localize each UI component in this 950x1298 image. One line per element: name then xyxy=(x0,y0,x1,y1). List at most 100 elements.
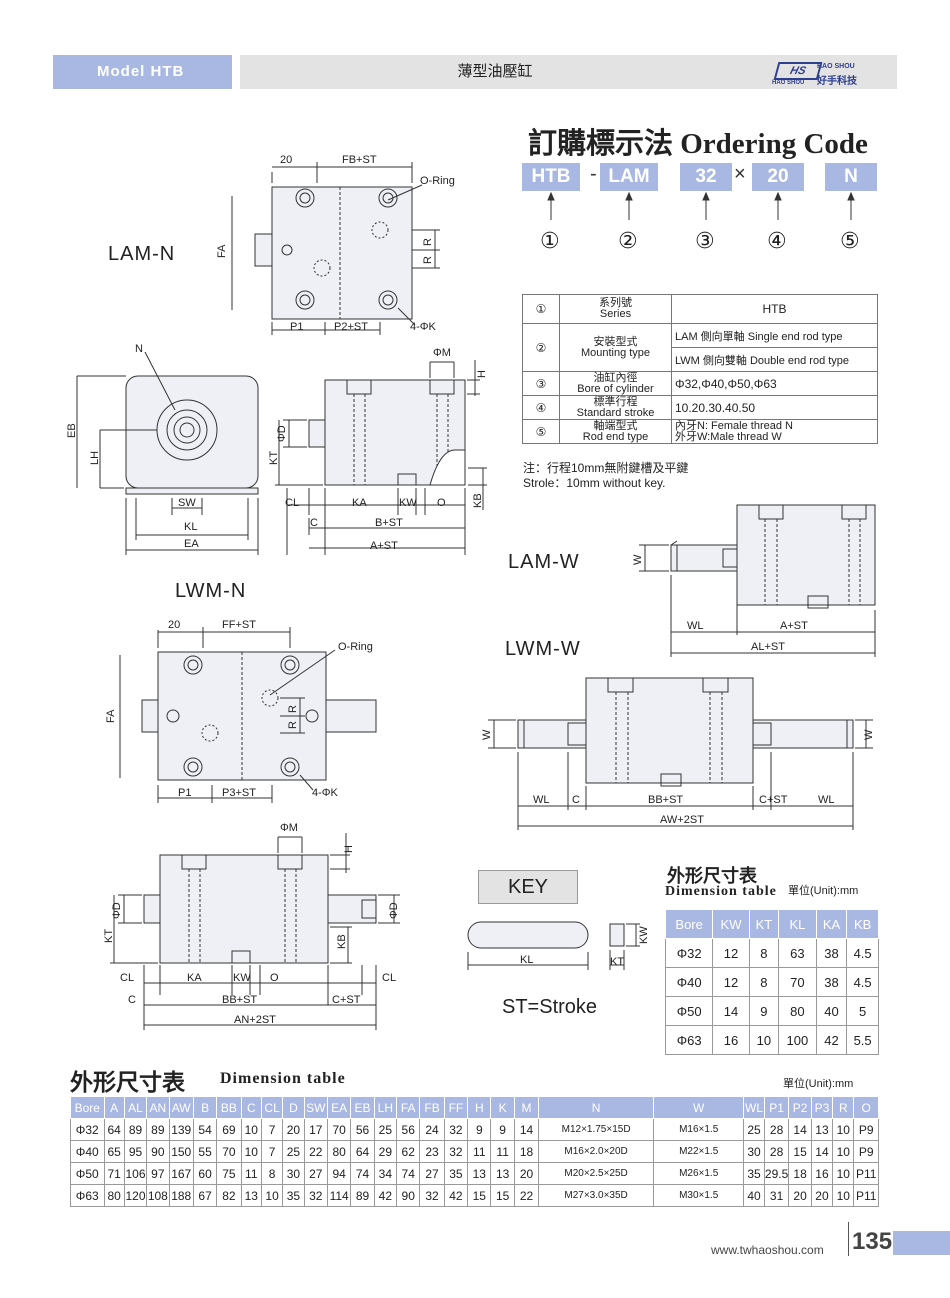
dim-bb-st: BB+ST xyxy=(222,994,257,1006)
dim-p1: P1 xyxy=(178,787,191,799)
dim-20: 20 xyxy=(280,154,292,166)
table-cell: 42 xyxy=(373,1184,398,1207)
table-cell: 11 xyxy=(240,1162,262,1185)
dim-kw: KW xyxy=(399,497,417,509)
circle-1: ① xyxy=(540,228,560,253)
table-cell: 70 xyxy=(326,1118,352,1141)
table-cell: 35 xyxy=(443,1162,469,1185)
table-cell: 13 xyxy=(810,1118,834,1141)
dim-c: C xyxy=(572,794,580,806)
column-header: P3 xyxy=(810,1096,834,1119)
table-cell: 82 xyxy=(216,1184,242,1207)
table-cell: M27×3.0×35D xyxy=(538,1184,654,1207)
spec-value: 10.20.30.40.50 xyxy=(671,395,878,420)
table-cell: 90 xyxy=(396,1184,421,1207)
table-cell: 114 xyxy=(326,1184,352,1207)
column-header: AW xyxy=(168,1096,194,1119)
dim-h: H xyxy=(343,845,355,853)
footer-divider xyxy=(848,1222,849,1256)
dim-kt: KT xyxy=(103,929,115,943)
dim-ea: EA xyxy=(184,538,199,550)
table-cell: P11 xyxy=(853,1162,879,1185)
page-title: 薄型油壓缸 xyxy=(457,63,533,80)
spec-num: ② xyxy=(522,323,560,372)
table-cell: 23 xyxy=(419,1140,445,1163)
dim-r2: R xyxy=(422,256,434,264)
key-title: KEY xyxy=(478,870,578,904)
spec-row: LWM 側向雙軸 Double end rod type xyxy=(523,347,878,372)
table-cell: 14 xyxy=(810,1140,834,1163)
label-lam-w: LAM-W xyxy=(508,551,580,573)
dim-wl-left: WL xyxy=(533,794,550,806)
circle-5: ⑤ xyxy=(840,228,860,253)
note-english: Strole：10mm without key. xyxy=(523,476,666,490)
footer-url[interactable]: www.twhaoshou.com xyxy=(711,1243,824,1257)
table-cell: 32 xyxy=(443,1140,469,1163)
dim-4-k: 4-ΦK xyxy=(410,321,437,333)
column-header: P1 xyxy=(763,1096,790,1119)
column-header: SW xyxy=(303,1096,328,1119)
dim-d-right: ΦD xyxy=(388,902,400,919)
table-cell: Φ32 xyxy=(664,938,714,968)
table-cell: 62 xyxy=(396,1140,421,1163)
header-bar xyxy=(240,55,897,89)
big-table-unit: 單位(Unit):mm xyxy=(783,1078,854,1090)
table-cell: M26×1.5 xyxy=(652,1162,745,1185)
table-cell: 20 xyxy=(788,1184,812,1207)
dim-kl: KL xyxy=(184,521,197,533)
dim-p2-st: P2+ST xyxy=(334,321,368,333)
table-cell: 30 xyxy=(743,1140,765,1163)
dim-m: ΦM xyxy=(280,822,298,834)
table-cell: 9 xyxy=(748,996,780,1026)
table-cell: 20 xyxy=(810,1184,834,1207)
dim-m: ΦM xyxy=(433,347,451,359)
table-cell: 25 xyxy=(373,1118,398,1141)
column-header: CL xyxy=(260,1096,284,1119)
code-bore: 32 xyxy=(680,163,732,191)
note-chinese: 注：行程10mm無附鍵槽及平鍵 xyxy=(523,461,689,475)
dim-d-left: ΦD xyxy=(111,902,123,919)
table-cell: Φ32 xyxy=(70,1118,105,1141)
code-separator-dash: - xyxy=(590,163,597,185)
dim-c-st: C+ST xyxy=(759,794,788,806)
table-cell: 75 xyxy=(216,1162,242,1185)
table-cell: 13 xyxy=(467,1162,492,1185)
table-cell: 11 xyxy=(467,1140,492,1163)
dim-r2: R xyxy=(287,721,299,729)
table-cell: 25 xyxy=(282,1140,305,1163)
table-cell: 10 xyxy=(832,1140,855,1163)
table-cell: 10 xyxy=(832,1162,855,1185)
table-cell: 74 xyxy=(350,1162,375,1185)
table-cell: 15 xyxy=(788,1140,812,1163)
dim-h: H xyxy=(476,370,488,378)
table-cell: 14 xyxy=(513,1118,540,1141)
drawing-lwm-n-top: 20 FF+ST O-Ring FA R R P1 P3+ST 4-ΦK xyxy=(105,619,377,803)
dim-fb-st: FB+ST xyxy=(342,154,377,166)
drawing-lam-n-side: N EB LH SW KL EA xyxy=(66,343,259,555)
table-cell: 40 xyxy=(815,996,848,1026)
dim-kw: KW xyxy=(638,926,650,944)
table-cell: P9 xyxy=(853,1140,879,1163)
table-cell: 16 xyxy=(712,1025,750,1055)
table-cell: 71 xyxy=(103,1162,125,1185)
table-cell: 10 xyxy=(240,1140,262,1163)
drawing-lam-n-top: 20 FB+ST O-Ring FA R R P1 P2+ST 4-ΦK xyxy=(216,154,455,335)
table-cell: 10 xyxy=(240,1118,262,1141)
circle-4: ④ xyxy=(767,228,787,253)
table-cell: 89 xyxy=(350,1184,375,1207)
label-lwm-w: LWM-W xyxy=(505,638,581,660)
column-header: K xyxy=(490,1096,515,1119)
table-cell: 9 xyxy=(490,1118,515,1141)
table-cell: P9 xyxy=(853,1118,879,1141)
table-cell: 20 xyxy=(282,1118,305,1141)
dim-al-st: AL+ST xyxy=(751,641,785,653)
column-header: KL xyxy=(778,909,817,939)
table-cell: 11 xyxy=(490,1140,515,1163)
table-cell: 14 xyxy=(788,1118,812,1141)
table-cell: 7 xyxy=(260,1140,284,1163)
dim-sw: SW xyxy=(178,497,196,509)
